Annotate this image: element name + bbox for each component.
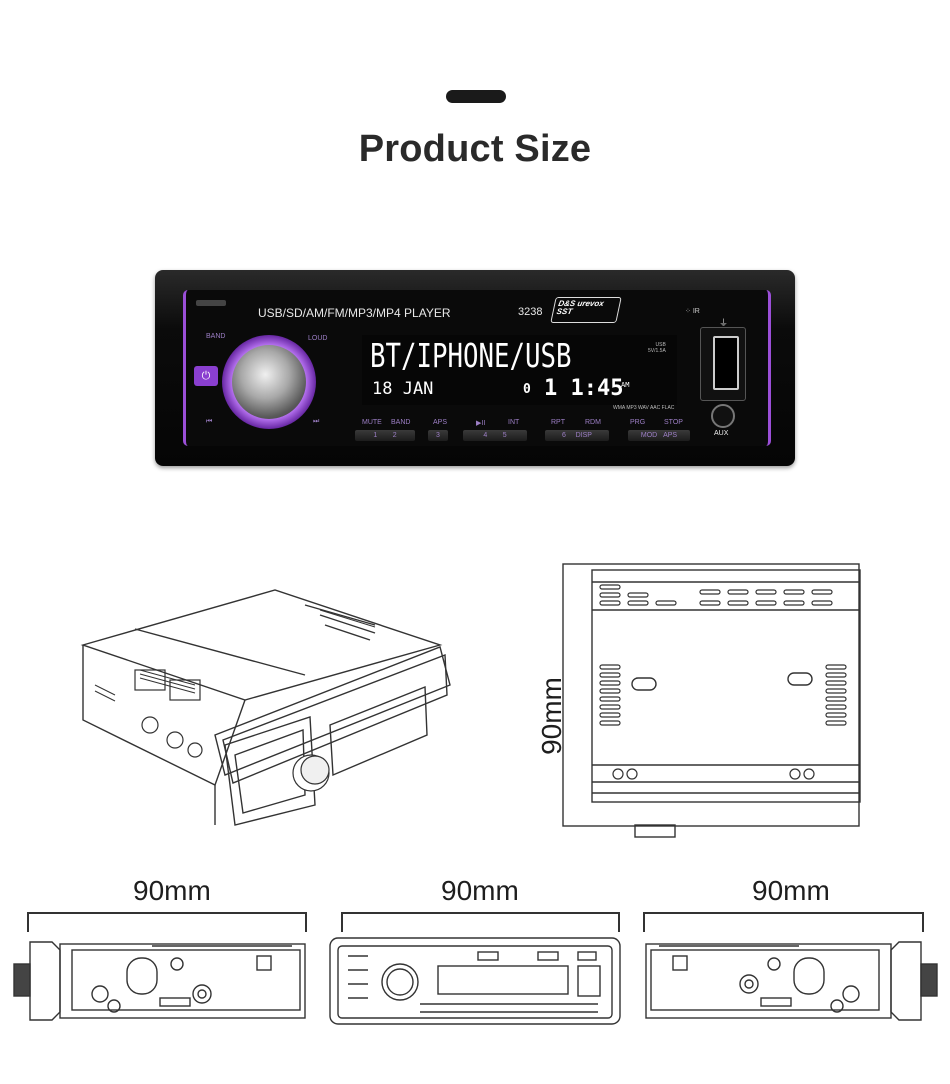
side-view-drawing: [562, 563, 861, 838]
aux-label: AUX: [714, 430, 729, 437]
button-label-int: INT: [508, 419, 520, 426]
preset-2-button[interactable]: 2: [392, 432, 397, 439]
back-view-right-drawing: [645, 941, 938, 1021]
lcd-time: 1 1:45: [544, 376, 624, 401]
aps-button[interactable]: APS: [663, 432, 678, 439]
disp-button[interactable]: DISP: [575, 432, 592, 439]
button-label-mute: MUTE: [362, 419, 382, 426]
preset-buttons-4-5[interactable]: 4 5: [463, 430, 527, 441]
front-view-drawing: [329, 937, 621, 1025]
right-dimension-bracket: [643, 912, 924, 932]
preset-5-button[interactable]: 5: [502, 432, 507, 439]
button-label-stop: STOP: [664, 419, 683, 426]
power-button[interactable]: ⏻: [194, 366, 218, 386]
mod-button[interactable]: MOD: [640, 432, 658, 439]
left-width-dimension-label: 90mm: [133, 875, 211, 906]
button-label-prg: PRG: [630, 419, 646, 426]
usb-spec: USB 5V/1.5A: [648, 342, 666, 354]
power-icon: ⏻: [201, 370, 211, 382]
lcd-display: [362, 335, 677, 405]
back-view-left-drawing: [13, 941, 306, 1021]
aux-jack[interactable]: [711, 404, 735, 428]
lcd-ampm: AM: [621, 381, 630, 389]
stereo-model: 3238: [518, 306, 543, 318]
band-label: BAND: [206, 333, 226, 340]
volume-knob[interactable]: [232, 345, 306, 419]
ir-sensor-label: ⁘ IR: [685, 308, 700, 315]
preset-6-button[interactable]: 6: [562, 432, 566, 439]
format-text: WMA MP3 WAV AAC FLAC: [613, 405, 675, 411]
button-label-play-pause: ▶II: [476, 420, 486, 427]
preset-3-button[interactable]: 3: [428, 430, 448, 441]
brand-logo: D&S urevox SST: [550, 297, 622, 323]
loud-label: LOUD: [308, 335, 328, 342]
prev-track-icon[interactable]: ⏮: [206, 418, 213, 425]
preset-4-button[interactable]: 4: [483, 432, 488, 439]
button-label-rpt: RPT: [551, 419, 565, 426]
button-label-aps: APS: [433, 419, 448, 426]
preset-buttons-6-disp[interactable]: 6 DISP: [545, 430, 609, 441]
preset-1-button[interactable]: 1: [373, 432, 378, 439]
button-label-rdm: RDM: [585, 419, 601, 426]
button-label-band: BAND: [391, 419, 411, 426]
center-dimension-bracket: [341, 912, 620, 932]
page-title: Product Size: [358, 128, 592, 170]
lcd-digit: 0: [523, 382, 531, 397]
title-decoration-bar: [446, 90, 506, 103]
ir-icon: ⁘: [685, 308, 691, 315]
usb-icon: ⏚: [719, 318, 729, 328]
next-track-icon[interactable]: ⏭: [313, 418, 320, 425]
lcd-date: 18 JAN: [372, 379, 434, 399]
height-dimension-label: 90mm: [536, 677, 567, 755]
stereo-top-label: USB/SD/AM/FM/MP3/MP4 PLAYER: [258, 306, 451, 320]
left-dimension-bracket: [27, 912, 307, 932]
preset-buttons-1-2[interactable]: 1 2: [355, 430, 415, 441]
lcd-main-text: BT/IPHONE/USB: [370, 336, 572, 375]
right-width-dimension-label: 90mm: [752, 875, 830, 906]
center-width-dimension-label: 90mm: [441, 875, 519, 906]
mod-aps-buttons[interactable]: MOD APS: [628, 430, 690, 441]
isometric-line-drawing: [80, 589, 451, 826]
eject-icon: [196, 300, 226, 306]
usb-port[interactable]: [713, 336, 739, 390]
